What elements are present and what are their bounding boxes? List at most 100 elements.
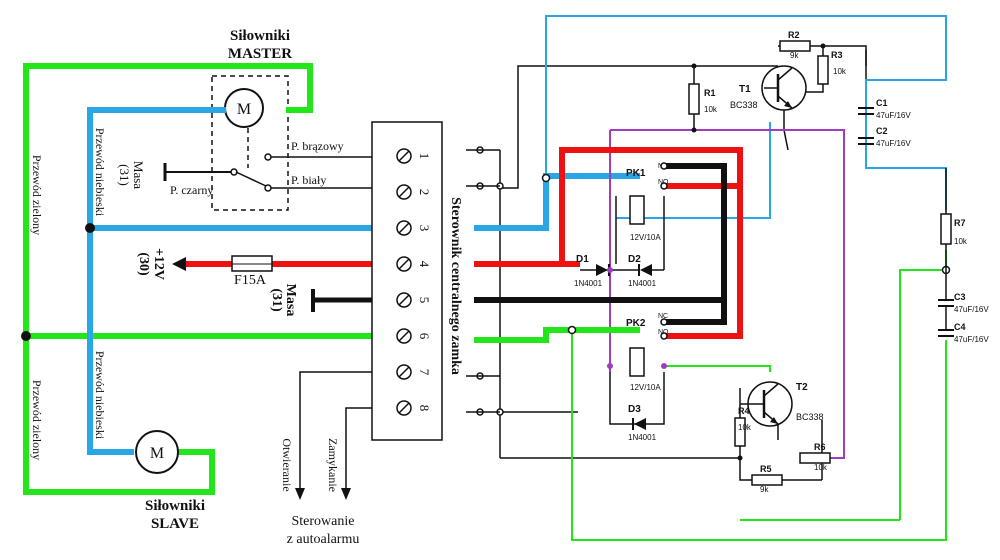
c4-value: 47uF/16V [954,335,989,344]
terminal-screws [396,148,412,416]
r1-label: R1 [704,88,716,98]
master-title-1: Siłowniki [230,28,290,44]
t1-label: T1 [739,84,751,95]
diode-d2 [638,196,665,276]
plus12v-arrow [172,257,186,271]
zamykanie-arrow [341,488,351,500]
pk2-coil [629,347,645,377]
r1-junction-b [691,127,697,133]
terminal-8: 8 [417,405,432,412]
green-wire-slave [23,336,215,495]
terminal-1: 1 [417,153,432,160]
r1 [688,83,700,115]
terminal-4: 4 [417,261,432,268]
r5 [751,474,783,486]
r5-value: 9k [760,485,769,494]
d3-value: 1N4001 [628,433,657,442]
r4-value: 10k [738,423,752,432]
circuit-blue-wires [545,15,947,219]
r3 [817,55,829,85]
r4-label: R4 [738,406,750,416]
p-brazowy-label: P. brązowy [291,139,344,153]
terminal-block [371,121,443,441]
terminal-5: 5 [417,297,432,304]
r1-value: 10k [704,105,718,114]
blue-wire-pk1 [474,173,640,231]
green-wire-master [23,63,313,336]
pk1-label: PK1 [626,168,646,179]
d1-junction [607,267,613,273]
master-title-2: MASTER [228,46,292,62]
r2 [779,40,811,52]
green-junction [21,331,31,341]
slave-motor-label: M [150,445,164,462]
pk2-junction-b [661,363,667,369]
c2 [858,137,874,145]
pk2-junction [607,363,613,369]
d2-value: 1N4001 [628,279,657,288]
switch-contact-brown [264,153,272,161]
fuse-label: F15A [234,273,267,288]
terminal-6: 6 [417,333,432,340]
otwieranie-arrow [295,488,305,500]
plus12v-30-label: (30) [136,252,151,276]
t1-collector [777,67,793,81]
connector-dots [466,146,504,416]
r5-label: R5 [760,464,772,474]
r6-label: R6 [814,442,826,452]
c3 [938,270,954,307]
r3-value: 10k [833,67,847,76]
blue-wire-left [87,107,226,455]
masa-top-label: Masa [131,161,146,189]
p-bialy-label: P. biały [291,173,326,187]
r7 [940,213,952,245]
otwieranie-label: Otwieranie [280,438,294,491]
t1-value: BC338 [730,100,758,110]
r1-junction [691,63,697,69]
pk2-nc: NC [658,313,668,320]
c3-label: C3 [954,292,966,302]
c1 [858,107,874,115]
switch-lever [235,171,267,187]
r2-value: 9k [790,51,799,60]
c4 [938,306,954,337]
terminal-7: 7 [417,369,432,376]
d1-label: D1 [576,254,589,265]
r2-junction [820,43,826,49]
r7-value: 10k [954,237,968,246]
przewod-niebieski-2: Przewód niebieski [93,351,107,440]
sterownik-label: Sterownik centralnego zamka [448,197,463,375]
t2-arrow [770,417,778,424]
masa-mid-label: Masa [283,284,298,317]
slave-motor [135,430,179,474]
pk1-relay-spec: 12V/10A [630,233,661,242]
d1-value: 1N4001 [574,279,603,288]
pk1-coil [629,195,645,225]
r3-label: R3 [831,50,843,60]
master-box [211,75,289,211]
zamykanie-label: Zamykanie [326,438,340,492]
t2-label: T2 [796,382,808,393]
blue-junction-pk1 [541,173,551,183]
r4 [734,417,746,447]
p-czarny-label: P. czarny [170,183,213,197]
r2-label: R2 [788,30,800,40]
przewod-niebieski-1: Przewód niebieski [93,128,107,217]
zamykanie-wire [345,407,380,490]
c2-label: C2 [876,126,888,136]
c1-value: 47uF/16V [876,111,911,120]
pk2-relay-spec: 12V/10A [630,383,661,392]
c4-label: C4 [954,322,966,332]
t2-collector [763,383,779,397]
r7-label: R7 [954,218,966,228]
t1 [761,65,807,111]
c1-label: C1 [876,98,888,108]
slave-title-2: SLAVE [151,516,199,532]
green-junction-pk2 [567,325,577,335]
sterowanie-label-1: Sterowanie [292,514,355,529]
slave-title-1: Siłowniki [145,498,205,514]
r6-junction [737,455,743,461]
pk2-no-contact [660,332,668,340]
t1-arrow [784,101,792,108]
